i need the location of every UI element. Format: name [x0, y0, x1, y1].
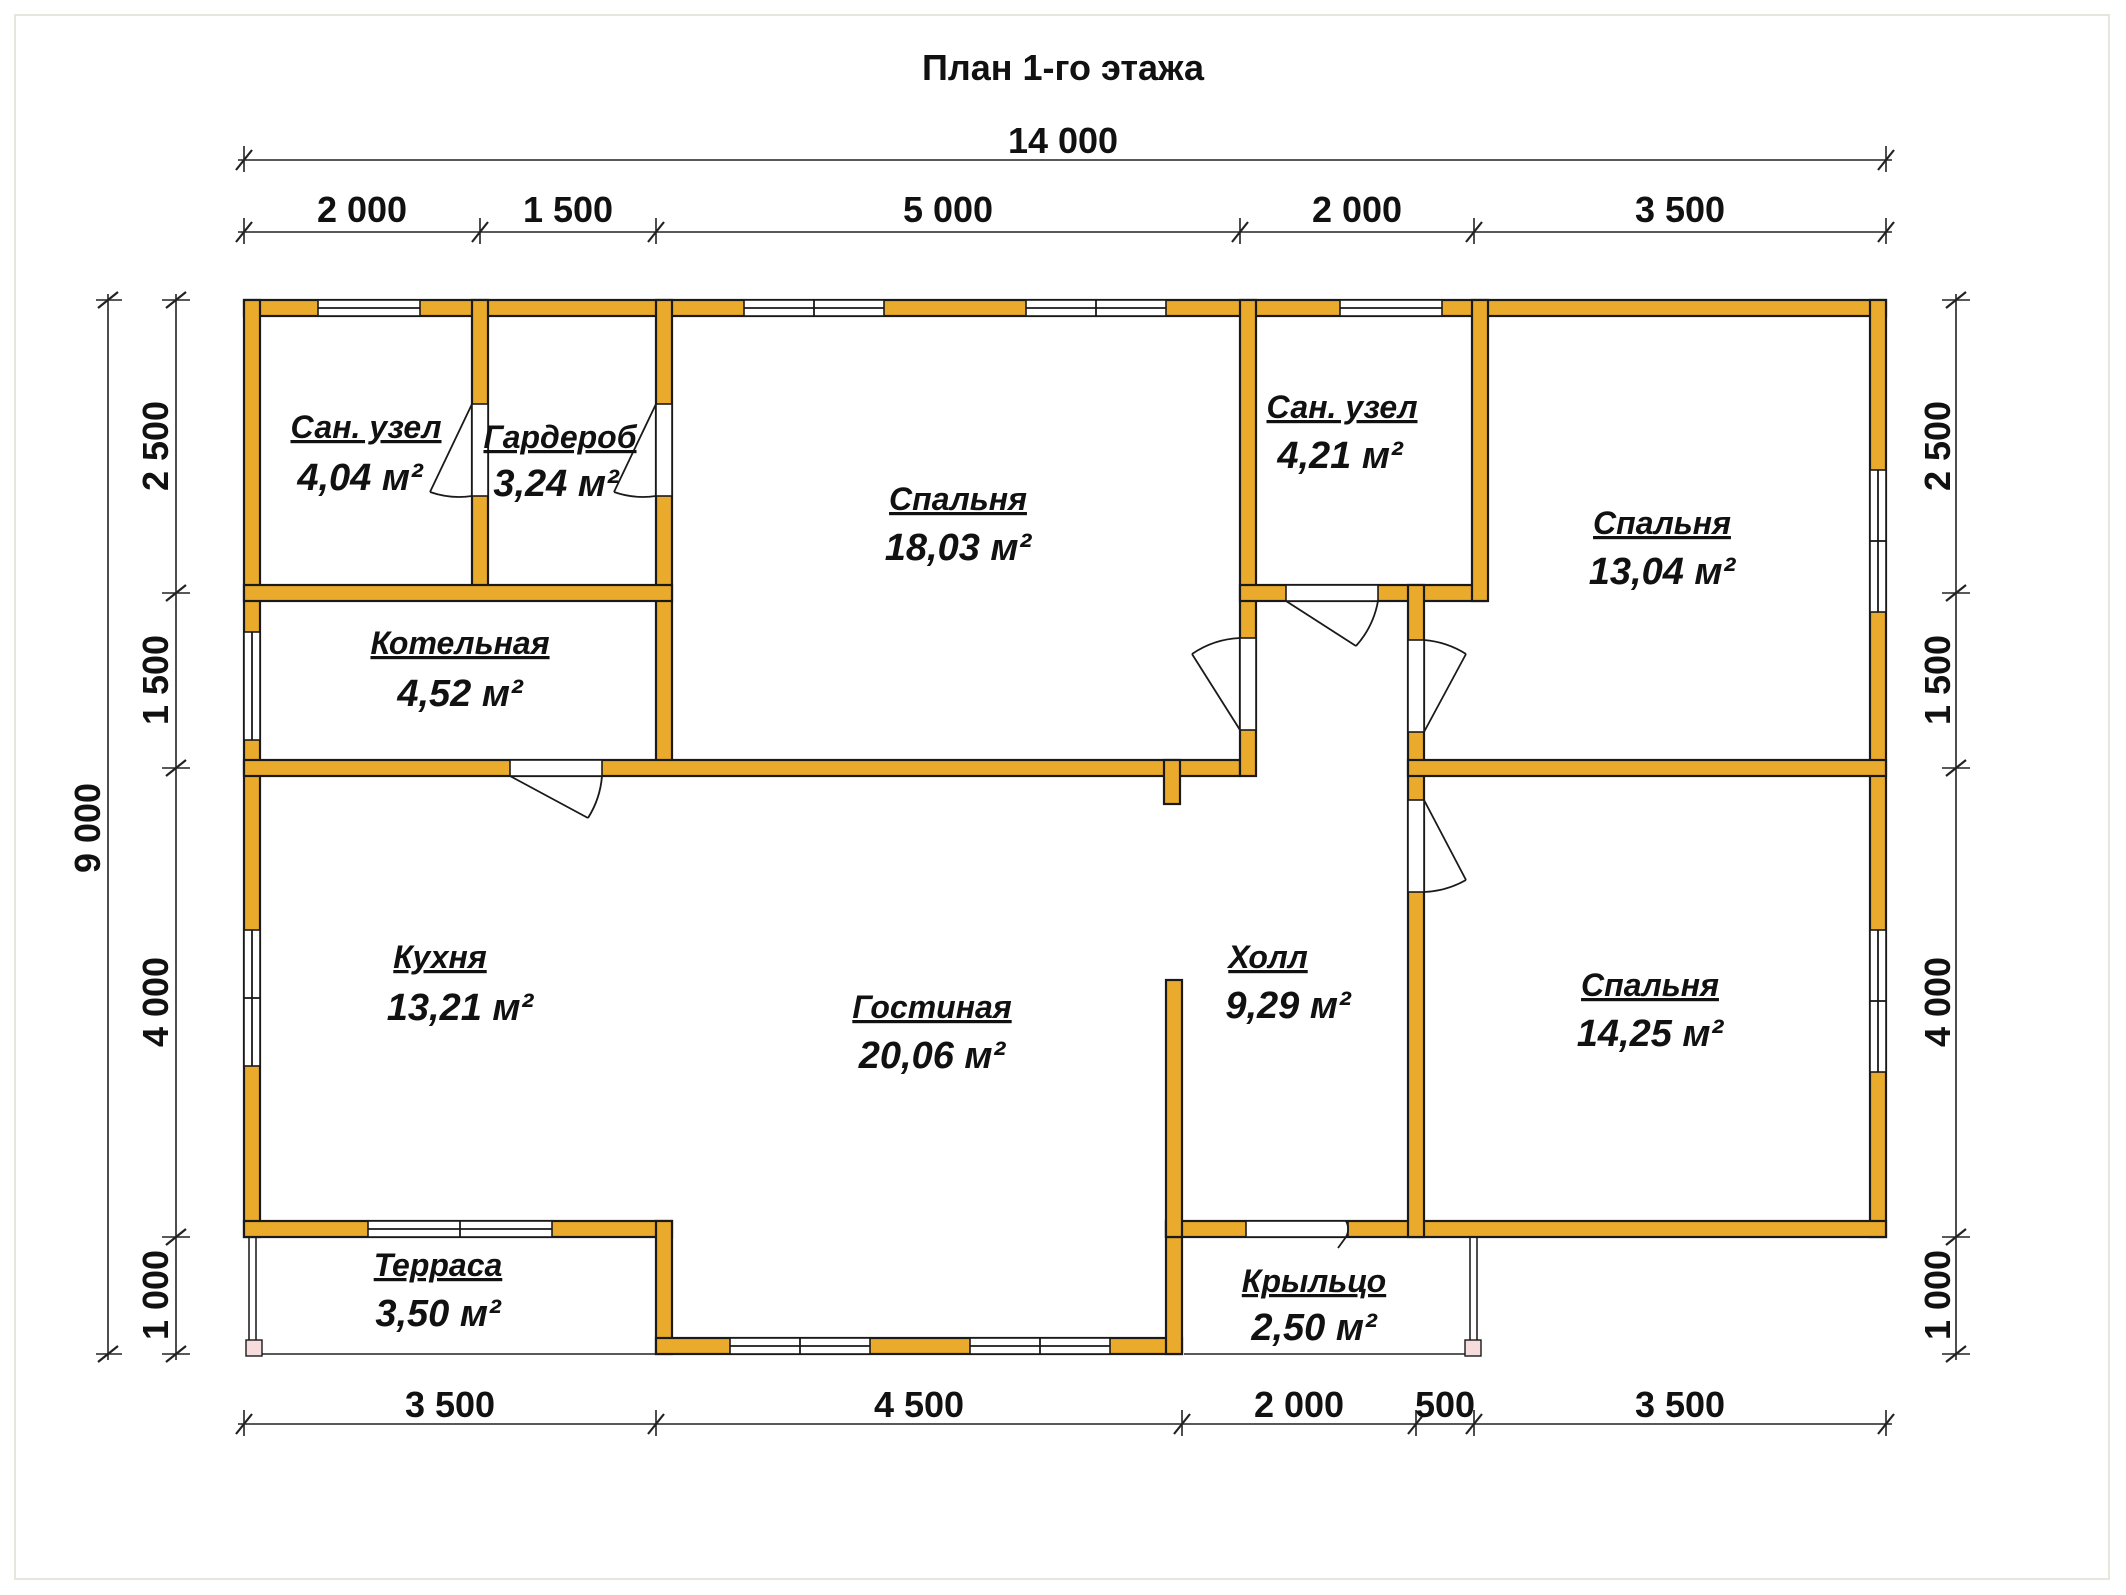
porch-outline — [1184, 1237, 1482, 1357]
dim-left-1: 2 500 — [135, 401, 176, 491]
door — [1239, 637, 1257, 731]
room-area: 4,21 м² — [1276, 435, 1404, 477]
room-name: Холл — [1226, 939, 1308, 975]
room-name: Кухня — [393, 939, 487, 975]
door — [509, 759, 603, 777]
dim-bottom-5: 3 500 — [1635, 1384, 1725, 1425]
room-name: Спальня — [1593, 505, 1731, 541]
room-bath2: Сан. узел 4,21 м² — [1267, 389, 1418, 477]
room-area: 3,24 м² — [493, 463, 620, 505]
room-name: Сан. узел — [1267, 389, 1418, 425]
room-name: Спальня — [1581, 967, 1719, 1003]
room-name: Гардероб — [483, 419, 637, 455]
room-bedroom2: Спальня 13,04 м² — [1589, 505, 1737, 593]
room-area: 2,50 м² — [1250, 1307, 1378, 1349]
windows — [243, 299, 1887, 1355]
dim-left-3: 4 000 — [135, 957, 176, 1047]
room-area: 3,50 м² — [375, 1293, 502, 1335]
dim-bottom-3: 2 000 — [1254, 1384, 1344, 1425]
room-name: Терраса — [374, 1247, 503, 1283]
room-bath1: Сан. узел 4,04 м² — [291, 409, 442, 499]
room-porch: Крыльцо 2,50 м² — [1242, 1263, 1386, 1349]
room-name: Гостиная — [852, 989, 1012, 1025]
dim-right-1: 2 500 — [1917, 401, 1958, 491]
terrace-post — [245, 1339, 263, 1357]
door — [655, 403, 673, 497]
door — [1407, 639, 1425, 733]
room-terrace: Терраса 3,50 м² — [374, 1247, 503, 1335]
top-segment-dimensions: 2 000 1 500 5 000 2 000 3 500 — [235, 189, 1895, 244]
dim-right-4: 1 000 — [1917, 1250, 1958, 1340]
top-total-dimension: 14 000 — [235, 120, 1895, 172]
room-name: Котельная — [370, 625, 549, 661]
dim-top-4: 2 000 — [1312, 189, 1402, 230]
dim-top-2: 1 500 — [523, 189, 613, 230]
dim-right-2: 1 500 — [1917, 635, 1958, 725]
doors — [429, 403, 1467, 1249]
room-bedroom1: Спальня 18,03 м² — [885, 481, 1033, 569]
dim-bottom-4: 500 — [1415, 1384, 1475, 1425]
terrace-outline — [245, 1237, 658, 1357]
door — [471, 403, 489, 497]
room-bedroom3: Спальня 14,25 м² — [1577, 967, 1725, 1055]
left-total-dimension: 9 000 — [67, 291, 122, 1363]
room-name: Спальня — [889, 481, 1027, 517]
right-segment-dimensions: 2 500 1 500 4 000 1 000 — [1917, 291, 1970, 1363]
room-area: 13,04 м² — [1589, 551, 1737, 593]
left-segment-dimensions: 2 500 1 500 4 000 1 000 — [135, 291, 190, 1363]
room-name: Сан. узел — [291, 409, 442, 445]
dim-left-4: 1 000 — [135, 1250, 176, 1340]
entrance-door — [1245, 1220, 1349, 1238]
bottom-segment-dimensions: 3 500 4 500 2 000 500 3 500 — [235, 1384, 1895, 1436]
dim-top-5: 3 500 — [1635, 189, 1725, 230]
dim-top-1: 2 000 — [317, 189, 407, 230]
dim-left-2: 1 500 — [135, 635, 176, 725]
door — [1407, 799, 1425, 893]
room-name: Крыльцо — [1242, 1263, 1386, 1299]
dim-left-total: 9 000 — [67, 783, 108, 873]
room-area: 9,29 м² — [1225, 985, 1352, 1027]
dim-top-total: 14 000 — [1008, 120, 1118, 161]
dim-top-3: 5 000 — [903, 189, 993, 230]
room-area: 18,03 м² — [885, 527, 1033, 569]
room-hall: Холл 9,29 м² — [1225, 939, 1352, 1027]
dim-right-3: 4 000 — [1917, 957, 1958, 1047]
room-boiler: Котельная 4,52 м² — [370, 625, 549, 715]
room-area: 4,52 м² — [396, 673, 524, 715]
room-area: 4,04 м² — [296, 457, 424, 499]
walls — [242, 298, 1888, 1356]
dim-bottom-1: 3 500 — [405, 1384, 495, 1425]
room-area: 20,06 м² — [858, 1035, 1007, 1077]
porch-post — [1464, 1339, 1482, 1357]
room-area: 14,25 м² — [1577, 1013, 1725, 1055]
room-area: 13,21 м² — [387, 987, 535, 1029]
room-wardrobe: Гардероб 3,24 м² — [483, 419, 637, 505]
door — [1285, 584, 1379, 602]
drawing-frame — [14, 14, 2110, 1580]
room-kitchen: Кухня 13,21 м² — [387, 939, 535, 1029]
dim-bottom-2: 4 500 — [874, 1384, 964, 1425]
plan-title: План 1-го этажа — [922, 47, 1205, 88]
room-living: Гостиная 20,06 м² — [852, 989, 1012, 1077]
